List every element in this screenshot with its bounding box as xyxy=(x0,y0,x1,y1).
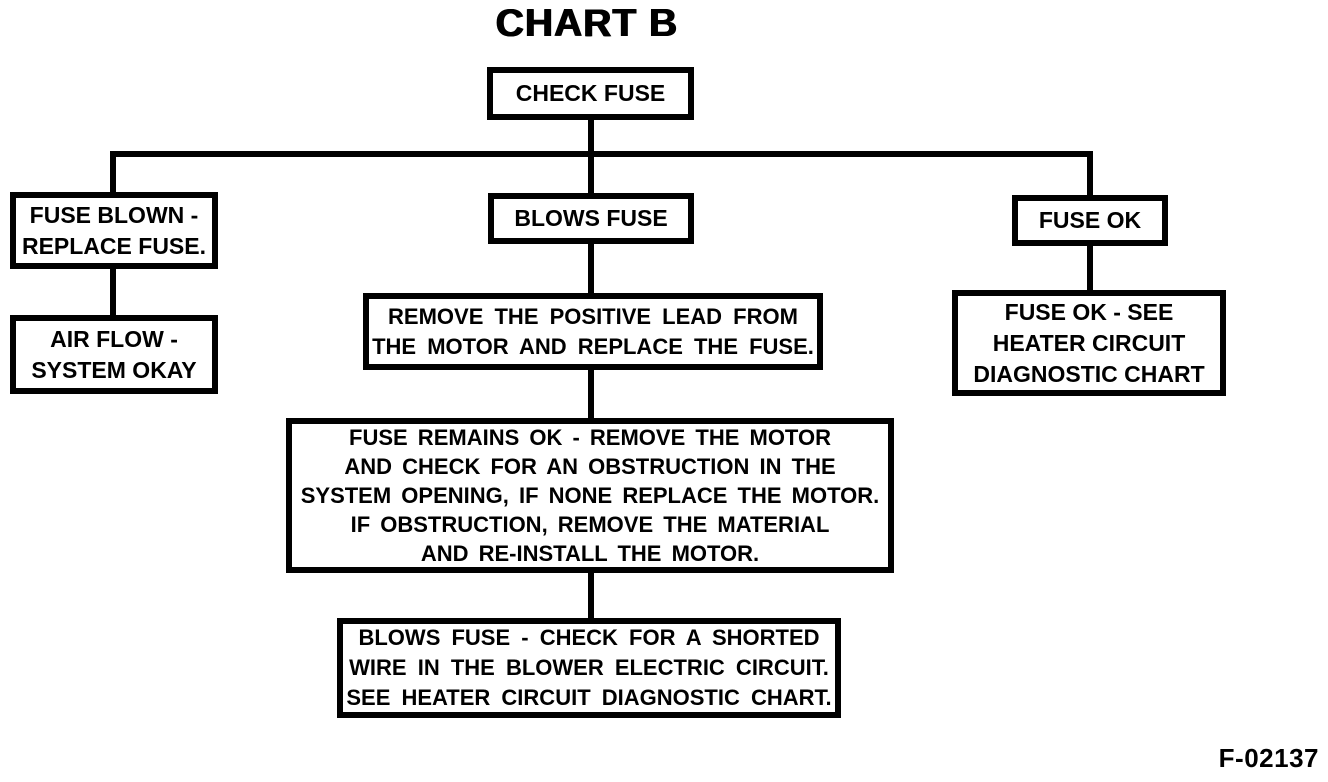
node-blows-fuse: BLOWS FUSE xyxy=(488,193,694,244)
connector-fuseok-to-diagnostic xyxy=(1087,244,1093,293)
node-remove-positive-lead: REMOVE THE POSITIVE LEAD FROM THE MOTOR … xyxy=(363,293,823,370)
node-fuse-blown-replace: FUSE BLOWN - REPLACE FUSE. xyxy=(10,192,218,269)
node-blows-fuse-shorted-wire-label: BLOWS FUSE - CHECK FOR A SHORTED WIRE IN… xyxy=(346,625,832,710)
node-fuse-remains-ok-label: FUSE REMAINS OK - REMOVE THE MOTOR AND C… xyxy=(300,425,880,566)
connector-right-branch-down xyxy=(1087,151,1093,198)
chart-title: CHART B xyxy=(495,2,679,45)
connector-remove-to-remains xyxy=(588,368,594,421)
node-air-flow-system-okay-label: AIR FLOW - SYSTEM OKAY xyxy=(31,325,197,383)
connector-center-branch-down xyxy=(588,151,594,196)
node-fuse-blown-replace-label: FUSE BLOWN - REPLACE FUSE. xyxy=(21,201,207,259)
node-blows-fuse-shorted-wire: BLOWS FUSE - CHECK FOR A SHORTED WIRE IN… xyxy=(337,618,841,718)
node-fuse-ok-label: FUSE OK xyxy=(1038,207,1142,233)
connector-remains-to-blowscheck xyxy=(588,570,594,621)
figure-number: F-02137 xyxy=(1218,743,1319,773)
node-air-flow-system-okay: AIR FLOW - SYSTEM OKAY xyxy=(10,315,218,394)
connector-root-down xyxy=(588,118,594,155)
node-check-fuse-label: CHECK FUSE xyxy=(515,80,666,106)
node-fuse-ok-see-diagnostic-chart-label: FUSE OK - SEE HEATER CIRCUIT DIAGNOSTIC … xyxy=(973,298,1205,387)
connector-left-branch-down xyxy=(110,151,116,195)
connector-fuseblown-to-airflow xyxy=(110,266,116,318)
node-remove-positive-lead-label: REMOVE THE POSITIVE LEAD FROM THE MOTOR … xyxy=(372,303,814,359)
node-fuse-ok-see-diagnostic-chart: FUSE OK - SEE HEATER CIRCUIT DIAGNOSTIC … xyxy=(952,290,1226,396)
node-blows-fuse-label: BLOWS FUSE xyxy=(514,205,668,231)
connector-branch-horizontal xyxy=(110,151,1093,157)
node-fuse-remains-ok: FUSE REMAINS OK - REMOVE THE MOTOR AND C… xyxy=(286,418,894,573)
node-fuse-ok: FUSE OK xyxy=(1012,195,1168,246)
node-check-fuse: CHECK FUSE xyxy=(487,67,694,120)
connector-blowsfuse-to-remove xyxy=(588,242,594,296)
